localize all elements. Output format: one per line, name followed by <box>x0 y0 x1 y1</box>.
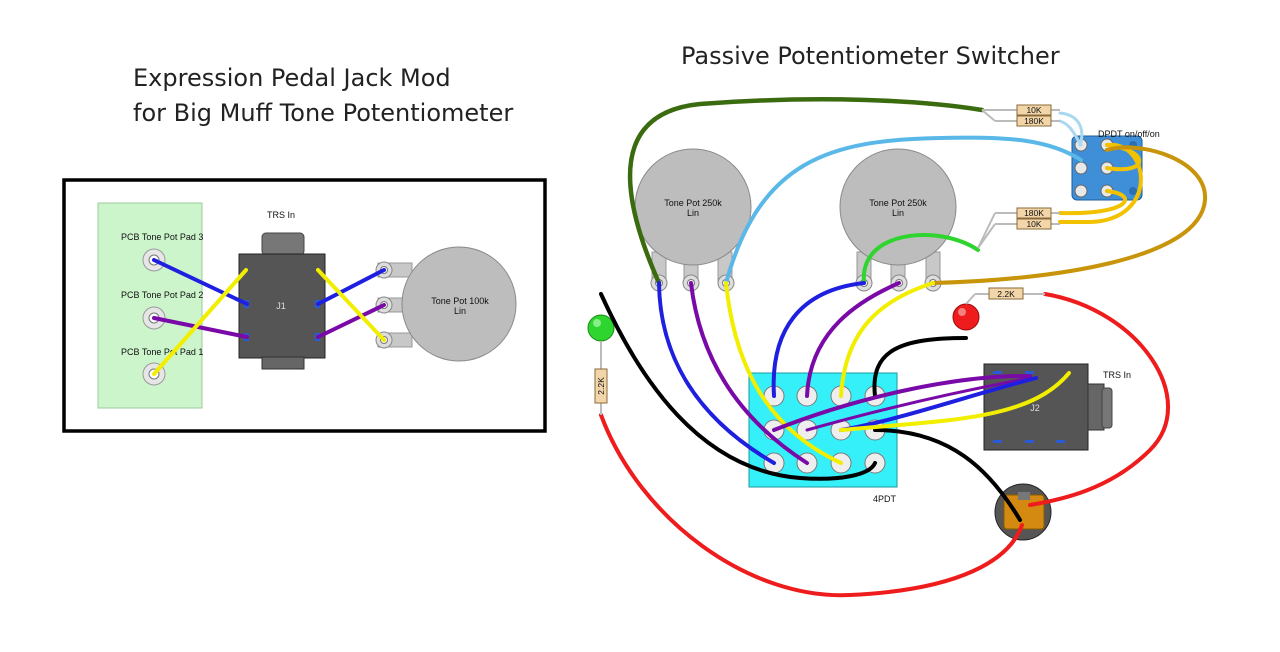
resistor-180k-top <box>981 109 1060 127</box>
resistor-2k2-green <box>594 341 608 415</box>
resistor-2k2-red <box>965 287 1045 305</box>
4pdt-label: 4PDT <box>873 494 897 504</box>
resistor-180k-mid <box>977 207 1060 249</box>
pcb-pad1-label: PCB Tone Pot Pad 1 <box>121 347 203 357</box>
pot2-label-line2: Lin <box>892 208 904 218</box>
pot1-label-line1: Tone Pot 250k <box>664 198 722 208</box>
green-led <box>587 314 615 342</box>
res-180k-top-label: 180K <box>1024 116 1044 126</box>
pcb-pad3-label: PCB Tone Pot Pad 3 <box>121 232 203 242</box>
left-title-line2: for Big Muff Tone Potentiometer <box>133 99 513 127</box>
tone-pot-250k-left <box>634 148 752 292</box>
left-title-line1: Expression Pedal Jack Mod <box>133 64 451 92</box>
j1-ref: J1 <box>276 301 286 311</box>
res-2k2-green-label: 2.2K <box>596 377 606 395</box>
res-180k-mid-label: 180K <box>1024 208 1044 218</box>
resistor-10k-top <box>982 104 1060 116</box>
j2-label: TRS In <box>1103 370 1131 380</box>
res-2k2-red-label: 2.2K <box>997 289 1015 299</box>
right-title: Passive Potentiometer Switcher <box>681 42 1060 70</box>
res-10k-mid-label: 10K <box>1026 219 1041 229</box>
j2-ref: J2 <box>1030 403 1040 413</box>
pot1-label-line2: Lin <box>687 208 699 218</box>
tone-pot-250k-right <box>839 148 957 292</box>
pot100k-label-line2: Lin <box>454 306 466 316</box>
res-10k-top-label: 10K <box>1026 105 1041 115</box>
left-wires <box>152 258 386 376</box>
j1-label: TRS In <box>267 210 295 220</box>
pcb-pad2-label: PCB Tone Pot Pad 2 <box>121 290 203 300</box>
resistor-10k-mid <box>977 218 1060 249</box>
pot2-label-line1: Tone Pot 250k <box>869 198 927 208</box>
dpdt-label: DPDT on/off/on <box>1098 129 1160 139</box>
red-led <box>952 303 980 331</box>
pot100k-label-line1: Tone Pot 100k <box>431 296 489 306</box>
right-wires <box>599 97 1208 598</box>
